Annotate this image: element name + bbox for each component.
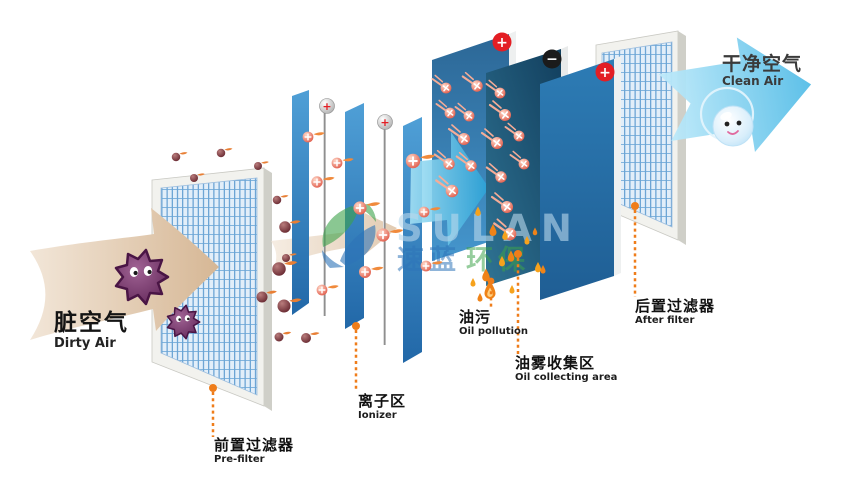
oil-collecting-en: Oil collecting area — [515, 371, 618, 383]
plus-badge-symbol: + — [496, 35, 508, 51]
oil-collecting-label: 油雾收集区 Oil collecting area — [515, 355, 617, 383]
ionizer-electrode-rod-1: + — [319, 98, 335, 316]
watermark-logo-icon — [322, 204, 376, 268]
electrode-plus-symbol: + — [322, 100, 331, 113]
clean-air-bubble — [699, 86, 755, 147]
bubble-eye-left — [724, 121, 730, 127]
electrode-ball-icon — [319, 98, 335, 114]
pre-filter-zh: 前置过滤器 — [214, 436, 295, 454]
plus-badge-icon — [492, 32, 512, 52]
after-filter-en: After filter — [635, 314, 695, 326]
bubble-smile — [727, 130, 739, 135]
oil-collecting-zh: 油雾收集区 — [515, 354, 596, 372]
after-filter-zh: 后置过滤器 — [635, 297, 716, 315]
leader-lines — [211, 210, 637, 437]
oil-pollution-label: 油污 Oil pollution — [459, 309, 528, 337]
oil-pollution-en: Oil pollution — [459, 325, 529, 337]
electrode-ball-icon — [377, 114, 393, 130]
clean-air-zh: 干净空气 — [722, 53, 803, 75]
pre-filter-label: 前置过滤器 Pre-filter — [214, 437, 294, 465]
dirty-air-en: Dirty Air — [54, 335, 116, 351]
clean-air-label: 干净空气 Clean Air — [722, 53, 803, 89]
plus-badge-symbol: + — [599, 65, 611, 81]
clean-air-en: Clean Air — [722, 74, 784, 89]
pre-filter-en: Pre-filter — [214, 453, 265, 465]
after-filter-label: 后置过滤器 After filter — [635, 298, 715, 326]
collecting-plate-positive-2: + — [540, 56, 621, 300]
dirty-air-zh: 脏空气 — [54, 310, 129, 336]
ionizer-label: 离子区 Ionizer — [358, 393, 406, 421]
oil-pollution-zh: 油污 — [459, 308, 492, 326]
watermark-zh-green: 环保 — [466, 245, 530, 276]
bubble-eye-right — [736, 120, 742, 126]
clean-air-arrow — [658, 37, 812, 153]
leader-dots — [209, 202, 639, 392]
minus-badge-symbol: − — [546, 52, 558, 68]
minus-badge-icon — [542, 49, 562, 69]
plus-badge-icon — [595, 62, 615, 82]
ionizer-zh: 离子区 — [358, 392, 407, 410]
dirty-air-label: 脏空气 Dirty Air — [54, 310, 129, 351]
watermark-zh-blue: 速蓝 — [397, 245, 461, 276]
pre-filter-panel — [151, 167, 272, 411]
ionizer-en: Ionizer — [358, 409, 397, 421]
electrode-plus-symbol: + — [380, 116, 389, 129]
